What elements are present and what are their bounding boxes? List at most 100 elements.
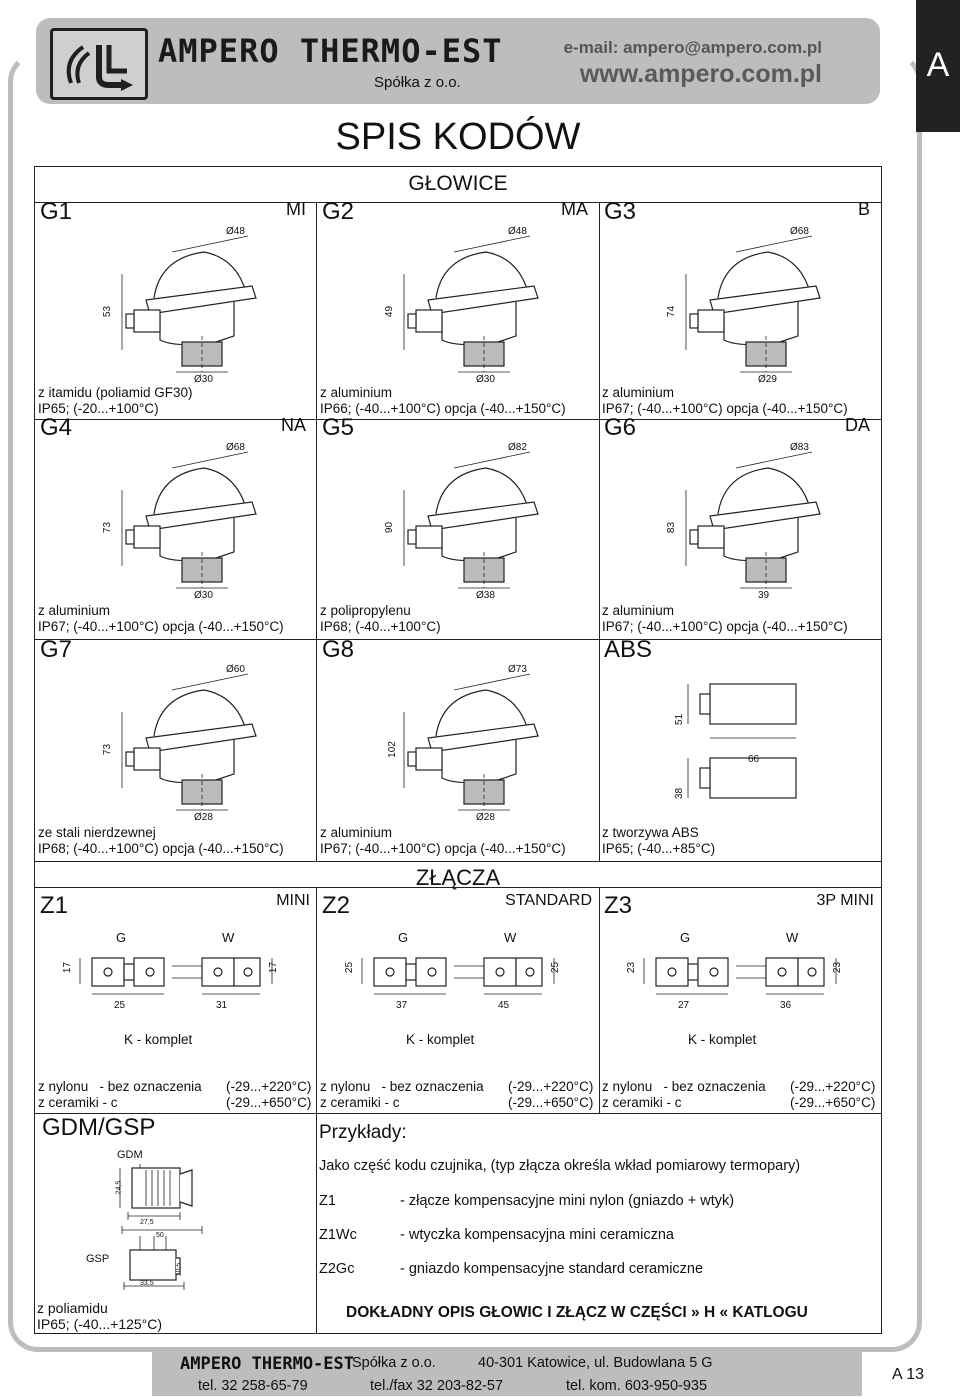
section-connectors-title: ZŁĄCZA	[415, 865, 501, 890]
connector-kit-label: K - komplet	[688, 1032, 757, 1047]
head-desc-material: z aluminium	[38, 603, 111, 618]
connector-dim-socket: 36	[780, 1000, 792, 1011]
head-desc-material: z tworzywa ABS	[602, 825, 699, 840]
head-dim-thread: 39	[758, 590, 770, 601]
brand-subtitle: Spółka z o.o.	[374, 74, 461, 91]
head-tag: MA	[561, 199, 588, 219]
example-text: - złącze kompensacyjne mini nylon (gniaz…	[400, 1193, 735, 1209]
head-drawing	[121, 451, 257, 589]
connector-range-1: (-29...+220°C)	[508, 1079, 594, 1094]
row-divider	[35, 887, 881, 888]
codes-table: GŁOWICE ZŁĄCZA	[34, 166, 882, 1334]
email-link[interactable]: e-mail: ampero@ampero.com.pl	[563, 38, 822, 57]
head-dim-height: 83	[666, 521, 678, 534]
head-code: G2	[322, 198, 355, 225]
head-code: G1	[40, 198, 73, 225]
example-text: - gniazdo kompensacyjne standard ceramic…	[400, 1261, 704, 1277]
gsp-label: GSP	[86, 1253, 110, 1265]
example-code: Z1Wc	[319, 1227, 357, 1243]
head-desc-material: z itamidu (poliamid GF30)	[38, 385, 193, 400]
head-desc-rating: IP65; (-40...+85°C)	[602, 841, 716, 856]
connector-range-1: (-29...+220°C)	[790, 1079, 876, 1094]
connector-material-2: z ceramiki - c	[38, 1095, 118, 1110]
page-frame	[8, 52, 922, 1352]
connector-range-2: (-29...+650°C)	[226, 1095, 312, 1110]
head-drawing	[685, 451, 821, 589]
head-code: G4	[40, 414, 73, 441]
connector-dim-socket: 31	[216, 1000, 228, 1011]
connector-dim-plug: 37	[396, 1000, 408, 1011]
connector-g-label: G	[398, 930, 409, 945]
head-code: G8	[322, 636, 355, 663]
row-divider	[35, 202, 881, 203]
head-dim-height: 74	[666, 305, 678, 318]
connector-tag: STANDARD	[505, 892, 592, 909]
head-desc-rating: IP65; (-20...+100°C)	[38, 401, 159, 416]
connector-dim-height-right: 23	[832, 961, 844, 974]
head-dim-thread: Ø28	[476, 812, 495, 823]
head-dim-thread: Ø30	[476, 374, 495, 385]
head-dim-thread: Ø28	[194, 812, 213, 823]
head-drawing	[403, 451, 539, 589]
gdm-label: GDM	[117, 1149, 143, 1161]
footer-phone: tel. 32 258-65-79	[198, 1378, 308, 1394]
connector-tag: MINI	[276, 892, 310, 909]
head-desc-material: z aluminium	[602, 385, 675, 400]
abs-dim-height: 51	[674, 713, 686, 726]
head-dim-diameter: Ø83	[790, 442, 809, 453]
head-desc-rating: IP67; (-40...+100°C) opcja (-40...+150°C…	[602, 401, 848, 416]
head-code: G7	[40, 636, 73, 663]
head-dim-height: 53	[102, 305, 114, 318]
connector-material-2: z ceramiki - c	[602, 1095, 682, 1110]
footer-bar	[152, 1350, 862, 1396]
head-desc-rating: IP67; (-40...+100°C) opcja (-40...+150°C…	[602, 619, 848, 634]
page-title: SPIS KODÓW	[335, 116, 581, 158]
row-divider	[35, 419, 881, 420]
examples-intro: Jako część kodu czujnika, (typ złącza ok…	[319, 1158, 801, 1174]
connector-dim-height-right: 17	[268, 961, 280, 974]
connector-kit-label: K - komplet	[406, 1032, 475, 1047]
abs-box-drawing	[687, 683, 797, 799]
footer-company: Spółka z o.o.	[352, 1355, 436, 1371]
head-dim-diameter: Ø48	[226, 226, 245, 237]
connector-drawing	[361, 957, 555, 995]
connector-kit-label: K - komplet	[124, 1032, 193, 1047]
row-divider	[35, 1113, 881, 1114]
section-tab: A	[916, 0, 960, 132]
col-divider	[599, 202, 600, 862]
connector-dim-socket: 45	[498, 1000, 510, 1011]
head-drawing	[403, 235, 539, 373]
example-text: - wtyczka kompensacyjna mini ceramiczna	[400, 1227, 674, 1243]
example-code: Z1	[319, 1193, 336, 1209]
company-logo	[50, 28, 148, 100]
head-dim-height: 73	[102, 743, 114, 756]
head-dim-diameter: Ø82	[508, 442, 527, 453]
connector-material-1: z nylonu - bez oznaczenia	[320, 1079, 484, 1094]
head-code: G6	[604, 414, 637, 441]
connector-material-1: z nylonu - bez oznaczenia	[602, 1079, 766, 1094]
footer-mobile: tel. kom. 603-950-935	[566, 1378, 708, 1394]
abs-dim-depth: 38	[674, 787, 686, 800]
col-divider	[599, 887, 600, 1113]
connector-dim-height-right: 25	[550, 961, 562, 974]
col-divider	[316, 1113, 317, 1333]
connector-code: Z2	[322, 892, 351, 919]
head-code: G5	[322, 414, 355, 441]
head-desc-material: z aluminium	[602, 603, 675, 618]
head-dim-height: 49	[384, 305, 396, 318]
head-dim-diameter: Ø48	[508, 226, 527, 237]
head-dim-diameter: Ø68	[226, 442, 245, 453]
gdm-gsp-drawing	[119, 1164, 203, 1290]
connector-dim-height: 25	[344, 961, 356, 974]
connector-g-label: G	[680, 930, 691, 945]
head-drawing	[403, 673, 539, 811]
gdm-dim-height: 24,5	[115, 1180, 123, 1195]
head-desc-rating: IP68; (-40...+100°C)	[320, 619, 441, 634]
head-dim-height: 73	[102, 521, 114, 534]
website-link[interactable]: www.ampero.com.pl	[579, 60, 822, 88]
gsp-dim-width: 33,5	[140, 1280, 154, 1287]
connector-dim-height: 23	[626, 961, 638, 974]
row-divider	[35, 861, 881, 862]
head-dim-thread: Ø38	[476, 590, 495, 601]
head-desc-material: ze stali nierdzewnej	[38, 825, 156, 840]
